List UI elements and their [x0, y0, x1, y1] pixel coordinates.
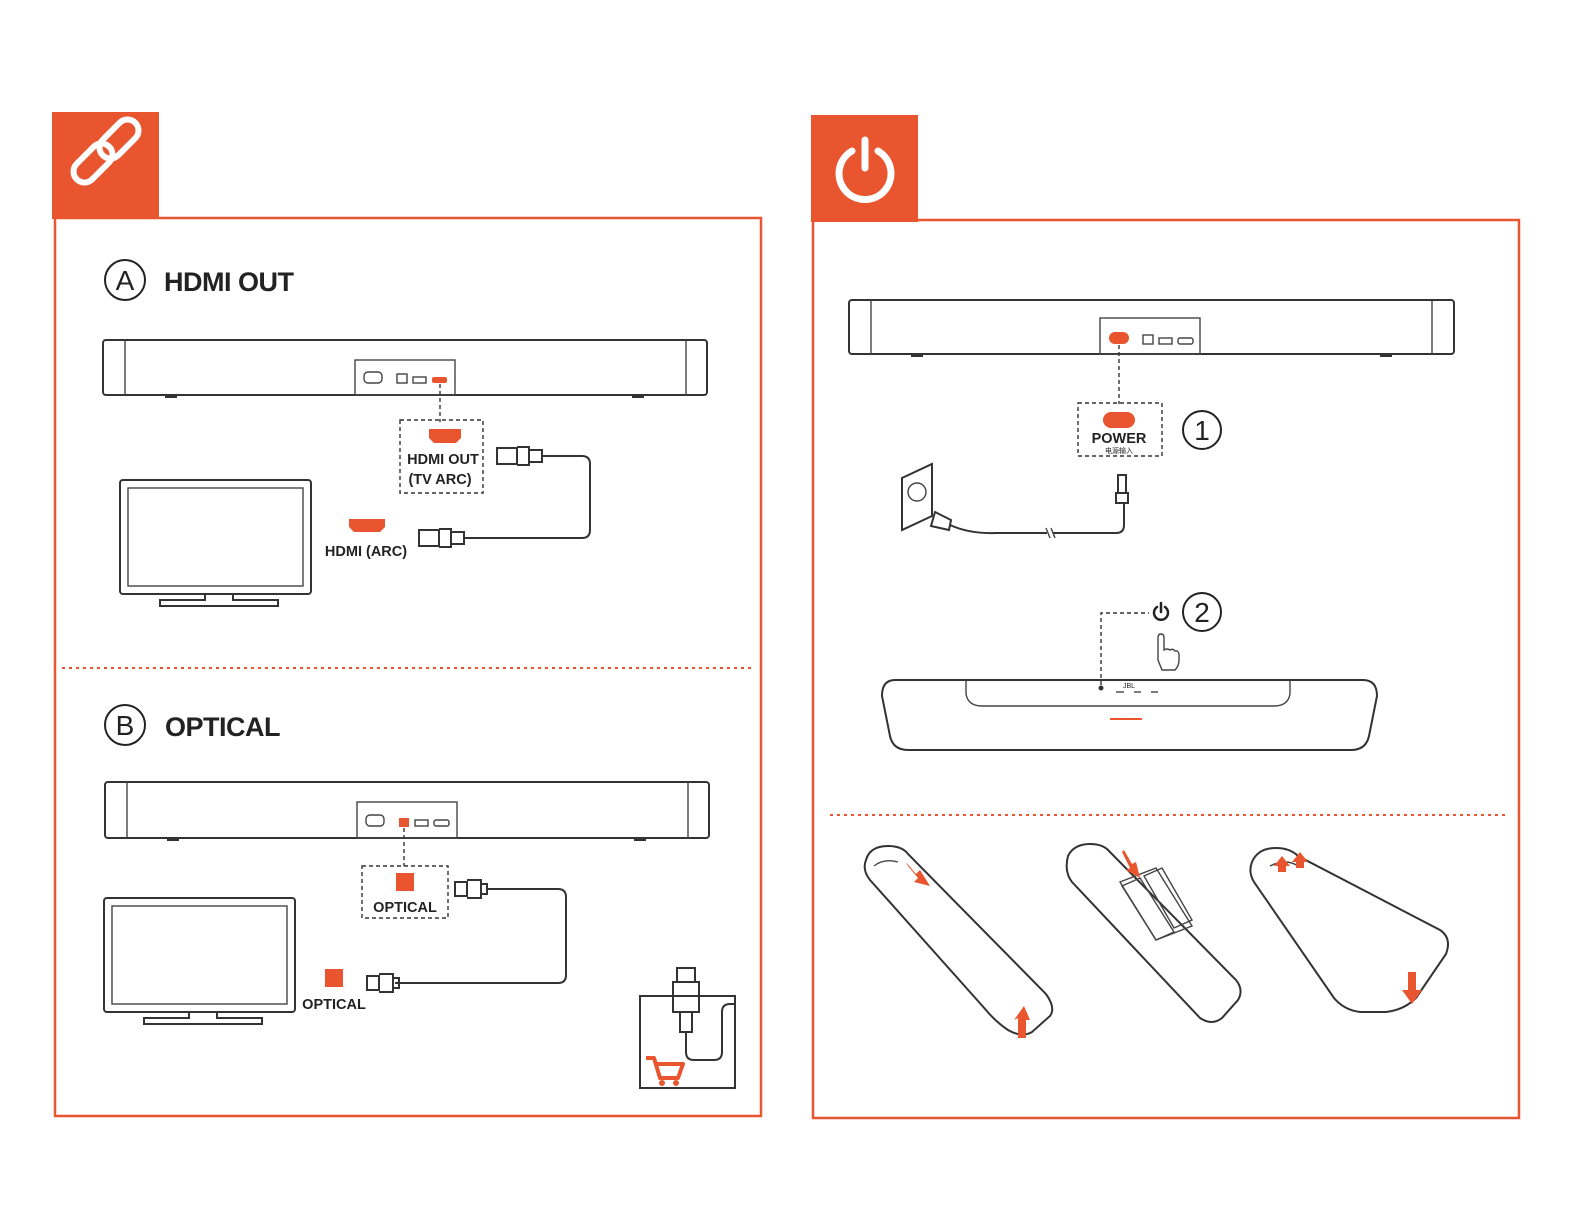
step-1-marker: 1 [1183, 411, 1221, 449]
tv-hdmi-arc-label: HDMI (ARC) [325, 544, 407, 560]
soundbar-brand: JBL [1123, 683, 1135, 690]
step-2-marker: 2 [1101, 593, 1221, 685]
remote-open-cover [865, 846, 1053, 1038]
optical-callout: OPTICAL [362, 866, 448, 918]
optical-port-icon [396, 873, 414, 891]
connect-panel: A HDMI OUT HDMI OUT (TV ARC) [52, 112, 761, 1116]
shopping-cart-icon [646, 1058, 683, 1086]
remote-close-cover [1250, 848, 1448, 1012]
section-b-title: OPTICAL [165, 712, 280, 742]
soundbar-rear-power [849, 300, 1454, 356]
power-port-label: POWER [1092, 431, 1147, 447]
hdmi-plug-top [497, 448, 517, 464]
wall-plug [931, 512, 951, 530]
optical-cable [367, 880, 566, 992]
hdmi-out-label-line2: (TV ARC) [408, 472, 471, 488]
optical-cable-accessory [640, 968, 735, 1088]
tv-b [104, 898, 295, 1024]
section-a-letter: A [116, 265, 135, 296]
power-port-callout: POWER 电源输入 [1078, 403, 1162, 456]
section-a-title: HDMI OUT [164, 267, 294, 297]
power-button-icon [1154, 603, 1168, 620]
power-panel: POWER 电源输入 1 2 J [811, 115, 1519, 1118]
optical-plug-top [455, 882, 467, 896]
pointing-hand-icon [1158, 634, 1179, 670]
tv-hdmi-port-icon [349, 519, 385, 532]
wall-outlet [902, 464, 932, 530]
optical-label: OPTICAL [373, 900, 437, 916]
power-connector-plug [1116, 475, 1128, 503]
soundbar-rear-b [105, 782, 709, 840]
power-port-sublabel: 电源输入 [1105, 446, 1133, 455]
hdmi-port-icon [429, 429, 461, 443]
section-b-letter: B [116, 710, 135, 741]
tv-optical-port-icon [325, 969, 343, 987]
hdmi-plug-bottom [419, 530, 439, 546]
tv-a [120, 480, 311, 606]
hdmi-out-callout: HDMI OUT (TV ARC) [400, 420, 483, 493]
section-b-heading: B OPTICAL [105, 705, 280, 745]
section-a-heading: A HDMI OUT [105, 260, 294, 300]
optical-plug-bottom [367, 976, 379, 990]
tv-optical-label: OPTICAL [302, 997, 366, 1013]
power-cord [902, 464, 1128, 538]
soundbar-front: JBL [882, 680, 1377, 750]
optical-port-highlight [399, 818, 409, 827]
power-port-highlight [1109, 332, 1129, 344]
soundbar-rear-a [103, 340, 707, 397]
step-1-number: 1 [1194, 415, 1210, 446]
power-port-icon [1103, 412, 1135, 428]
hdmi-port-highlight [432, 377, 447, 383]
remote-insert-batteries [1067, 844, 1241, 1022]
hdmi-out-label-line1: HDMI OUT [407, 452, 479, 468]
step-2-number: 2 [1194, 597, 1210, 628]
